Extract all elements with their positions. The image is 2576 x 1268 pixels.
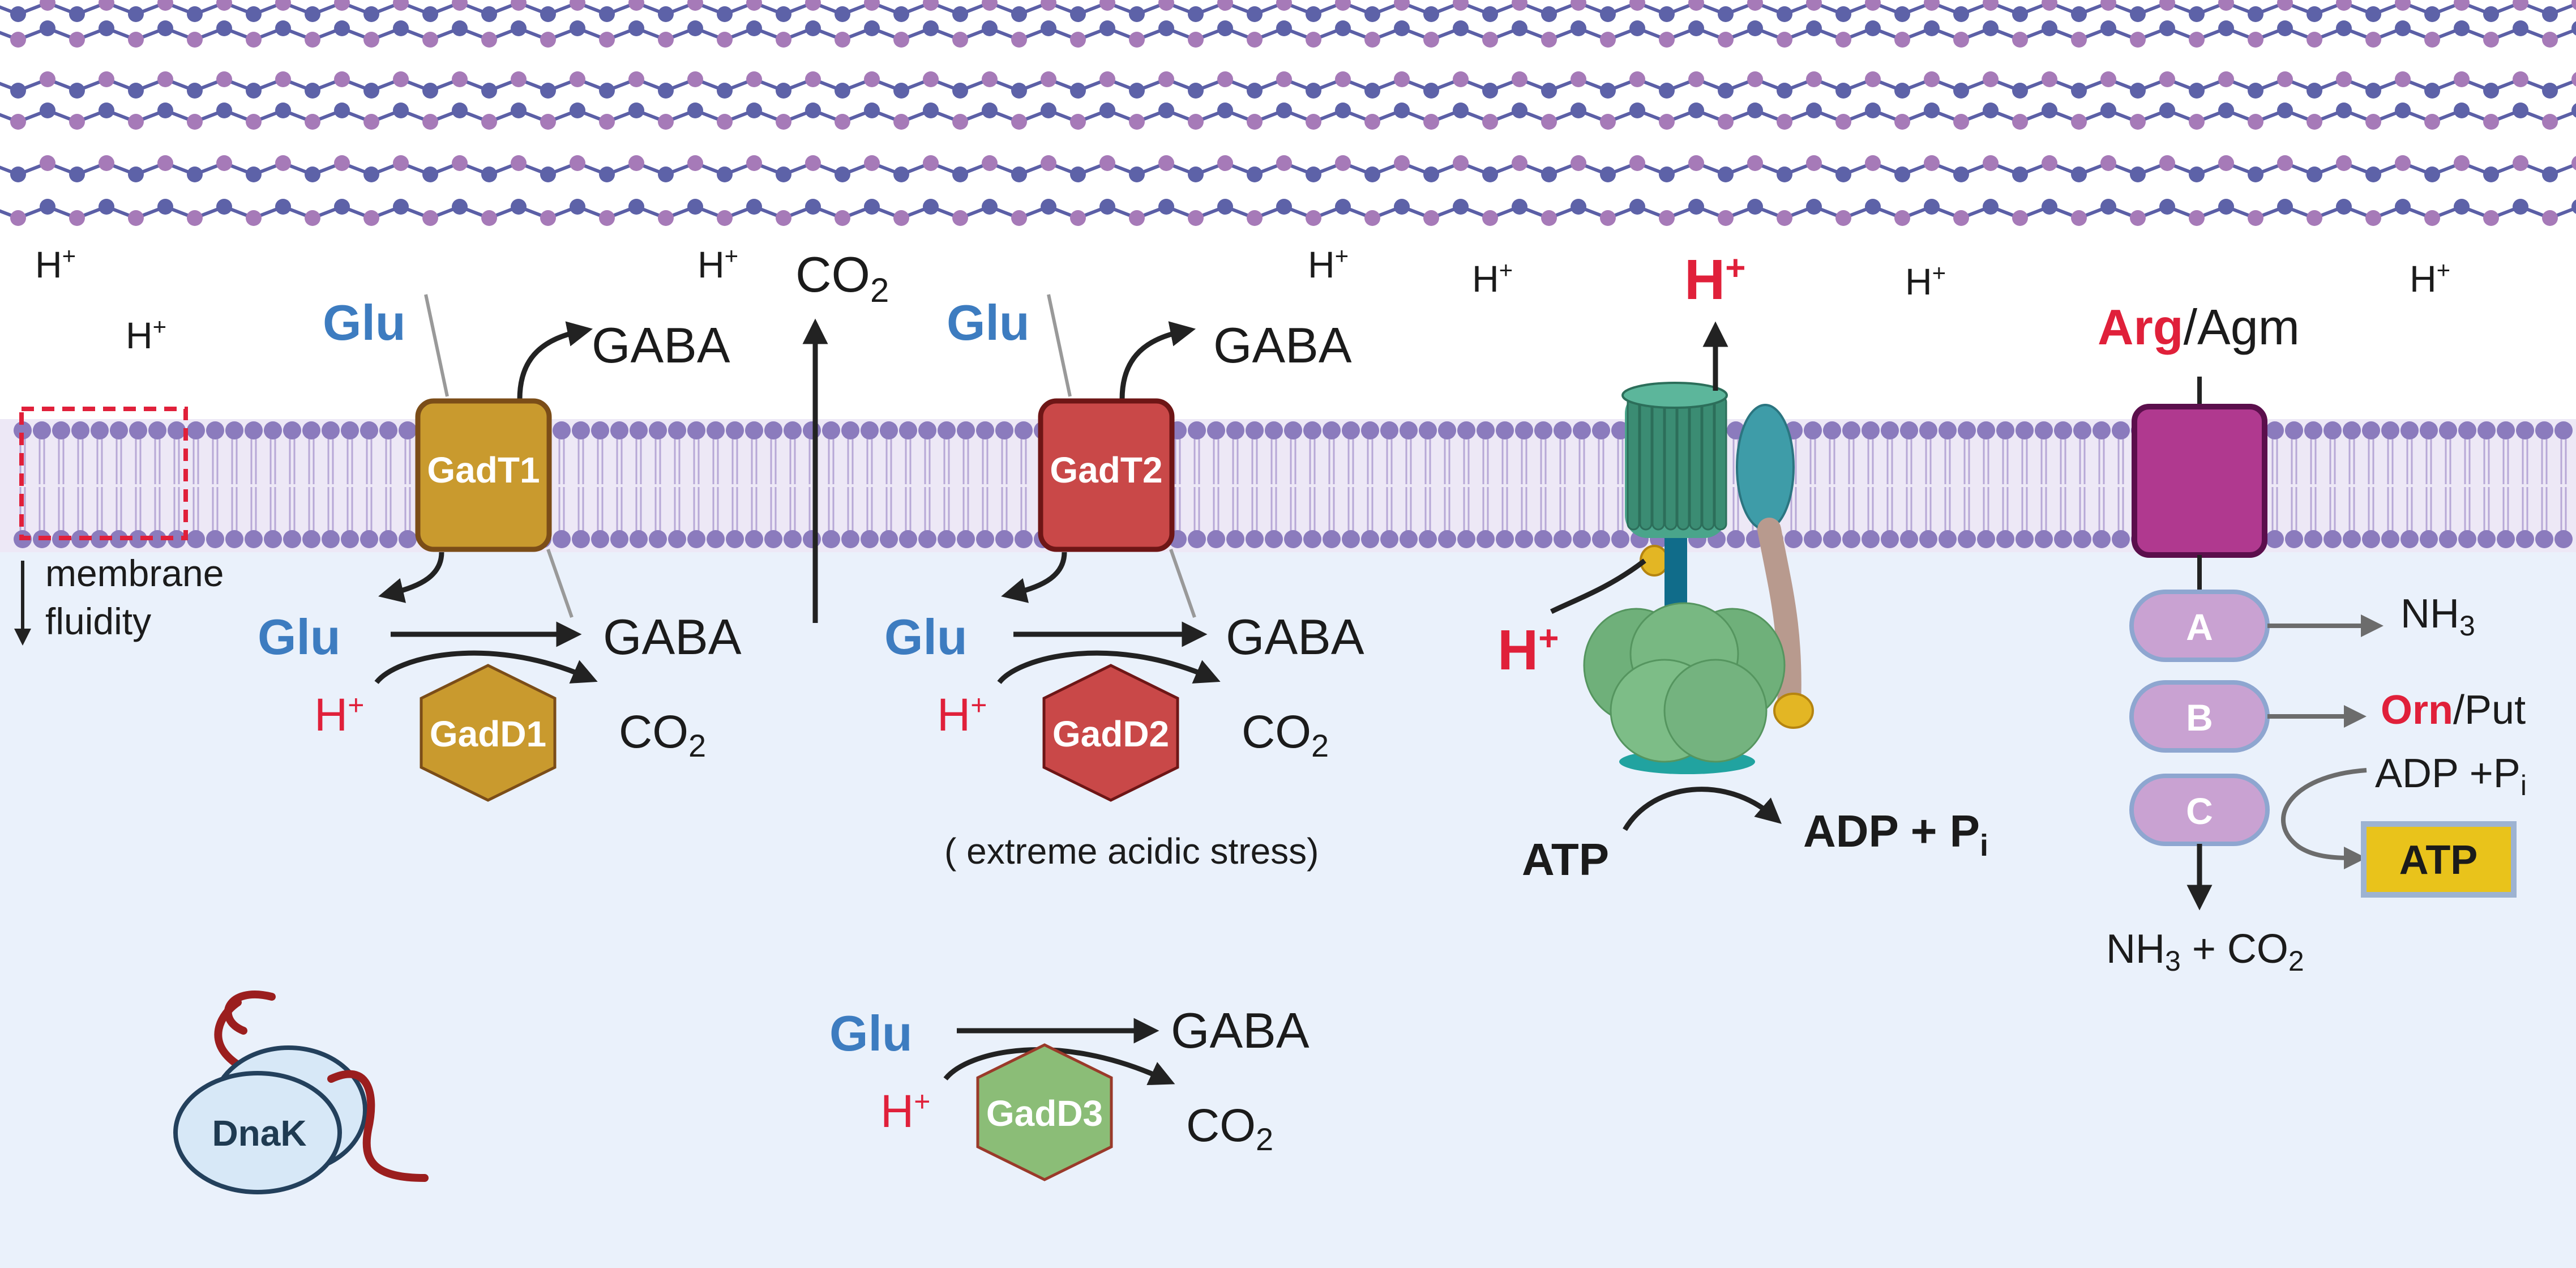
gadt2-label: GadT2 [1050,450,1162,490]
gaba-cyto-2: GABA [1226,609,1364,665]
gad-system-2: Glu GABA GadT2 Glu GABA H+ GadD2 CO2 ( e… [884,294,1364,872]
peptidoglycan-layer [0,0,2576,226]
atp-box-label: ATP [2399,838,2478,883]
h-plus-atpase-in: H+ [1497,618,1559,682]
svg-text:B: B [2186,697,2213,738]
h-plus-2: H+ [937,689,987,741]
h-plus-1: H+ [314,689,364,741]
extreme-acid-note: ( extreme acidic stress) [944,831,1319,872]
nh3-a: NH3 [2400,591,2475,642]
dnak-chaperone: DnaK [173,990,429,1194]
co2-out: CO2 [795,246,889,309]
gadt2-transporter [1038,398,1175,552]
gad-system-3: Glu GABA H+ GadD3 CO2 [829,1002,1310,1181]
gadd1-enzyme [420,664,557,802]
adp-pi-label: ADP + Pi [1803,806,1988,863]
gadd3-label: GadD3 [986,1093,1103,1134]
atp-label: ATP [1522,834,1609,885]
svg-text:A: A [2186,606,2213,648]
svg-text:H+: H+ [1905,259,1946,302]
glu-in-2: Glu [947,294,1030,351]
h-plus-atpase-out: H+ [1684,248,1745,311]
svg-text:H+: H+ [698,242,738,285]
arg-transporter [2132,404,2267,558]
svg-text:H+: H+ [2410,257,2450,300]
periplasm-protons: H+ H+ H+ H+ H+ H+ H+ [35,242,2450,356]
fluidity-label: fluidity [45,600,151,642]
glu-in-1: Glu [323,294,406,351]
atp-synthase: H+ H+ ATP ADP + Pi [1497,248,1988,885]
gaba-cyto-1: GABA [603,609,742,665]
glu-cyto-2: Glu [884,609,968,665]
gaba-cyto-3: GABA [1171,1002,1310,1058]
atp-box [2361,821,2517,898]
membrane-label: membrane [45,552,224,594]
svg-text:H+: H+ [1472,257,1513,300]
co2-cyto-2: CO2 [1242,706,1329,763]
co2-cyto-1: CO2 [619,706,706,763]
svg-text:H+: H+ [1308,242,1349,285]
gadd2-enzyme [1042,664,1179,802]
svg-text:C: C [2186,790,2213,832]
cytoplasm [0,552,2576,1268]
gadd1-label: GadD1 [430,714,546,754]
co2-release: CO2 [795,246,889,623]
svg-text:H+: H+ [35,242,76,285]
gaba-out-2: GABA [1213,317,1352,373]
gadd2-label: GadD2 [1052,714,1169,754]
svg-text:H+: H+ [126,313,166,356]
gadd3-enzyme [976,1043,1113,1181]
glu-cyto-3: Glu [829,1005,913,1061]
gad-system-1: Glu GABA GadT1 Glu GABA H+ GadD1 CO2 [258,294,742,802]
gadt1-transporter [415,398,552,552]
glu-cyto-1: Glu [258,609,341,665]
membrane-fluidity-box [19,407,188,540]
arginine-system: Arg/Agm A B C NH3 Orn/Put ADP +Pi ATP NH… [2098,299,2527,977]
arg-agm-label: Arg/Agm [2098,299,2300,355]
dnak-label: DnaK [212,1113,306,1154]
adp-pi-2: ADP +Pi [2375,751,2527,801]
nh3-co2: NH3 + CO2 [2106,927,2304,977]
gadt1-label: GadT1 [427,450,540,490]
co2-cyto-3: CO2 [1186,1100,1273,1157]
orn-put: Orn/Put [2381,688,2526,733]
gaba-out-1: GABA [592,317,730,373]
h-plus-3: H+ [880,1086,930,1137]
